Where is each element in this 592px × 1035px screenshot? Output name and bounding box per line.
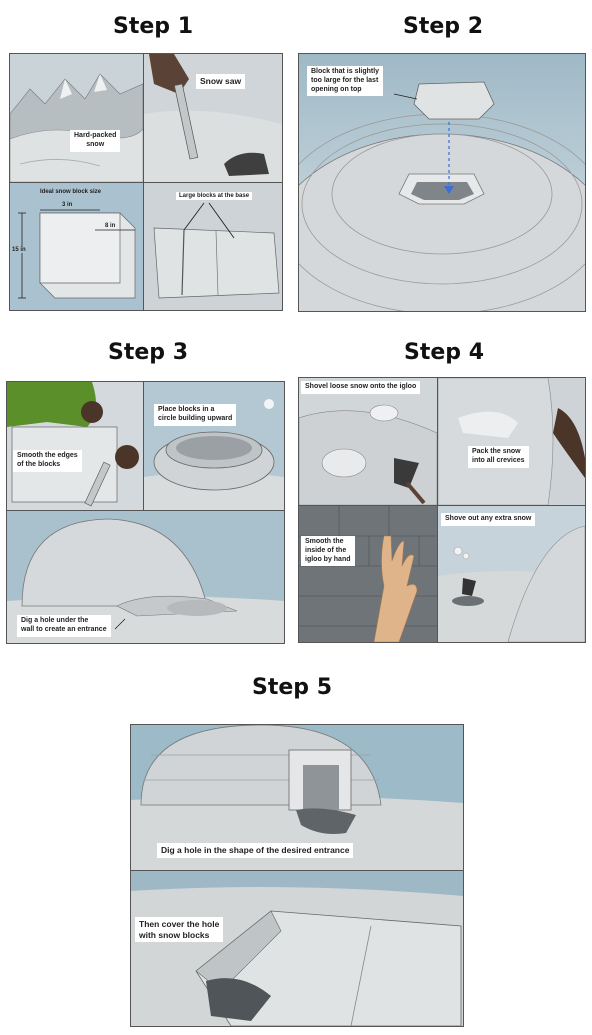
place-blocks-label: Place blocks in a circle building upward [154,404,237,426]
shove-out-label: Shove out any extra snow [441,513,536,526]
step4-title: Step 4 [404,340,484,365]
smooth-edges-label: Smooth the edges of the blocks [13,450,82,472]
block-depth-label: 8 in [105,223,116,229]
ideal-block-size-label: Ideal snow block size [40,189,102,195]
step3-panel-dig-entrance: Dig a hole under the wall to create an e… [6,510,285,644]
step3-panel-smooth-edges: Smooth the edges of the blocks [6,381,144,511]
step4-panel-pack: Pack the snow into all crevices [437,377,586,506]
step4-panel-shove-out: Shove out any extra snow [437,505,586,643]
step2-panel-top-block: Block that is slightly too large for the… [298,53,586,312]
step4-panel-shovel: Shovel loose snow onto the igloo [298,377,438,506]
dig-shape-label: Dig a hole in the shape of the desired e… [157,843,354,858]
step1-title: Step 1 [113,14,193,39]
step1-panel-saw: Snow saw [143,53,283,183]
step3-panel-place-blocks: Place blocks in a circle building upward [143,381,285,511]
step1-panel-mountains: Hard-packed snow [9,53,144,183]
step5-panel-dig-shape: Dig a hole in the shape of the desired e… [130,724,464,871]
large-blocks-label: Large blocks at the base [176,192,253,200]
step5-panel-cover-hole: Then cover the hole with snow blocks [130,870,464,1027]
block-height-label: 15 in [12,247,26,253]
step1-panel-block-size: Ideal snow block size 3 in 8 in 15 in [9,182,144,311]
step3-title: Step 3 [108,340,188,365]
smooth-inside-label: Smooth the inside of the igloo by hand [301,536,355,567]
step5-title: Step 5 [252,675,332,700]
dig-hole-entrance-label: Dig a hole under the wall to create an e… [17,615,111,637]
cover-hole-label: Then cover the hole with snow blocks [135,917,224,943]
block-too-large-label: Block that is slightly too large for the… [307,66,384,97]
step1-panel-large-blocks: Large blocks at the base [143,182,283,311]
hard-packed-snow-label: Hard-packed snow [70,130,121,152]
step4-panel-smooth-inside: Smooth the inside of the igloo by hand [298,505,438,643]
snow-saw-label: Snow saw [196,74,246,89]
step2-title: Step 2 [403,14,483,39]
pack-snow-label: Pack the snow into all crevices [468,446,529,468]
block-width-label: 3 in [62,202,73,208]
shovel-snow-label: Shovel loose snow onto the igloo [301,381,421,394]
